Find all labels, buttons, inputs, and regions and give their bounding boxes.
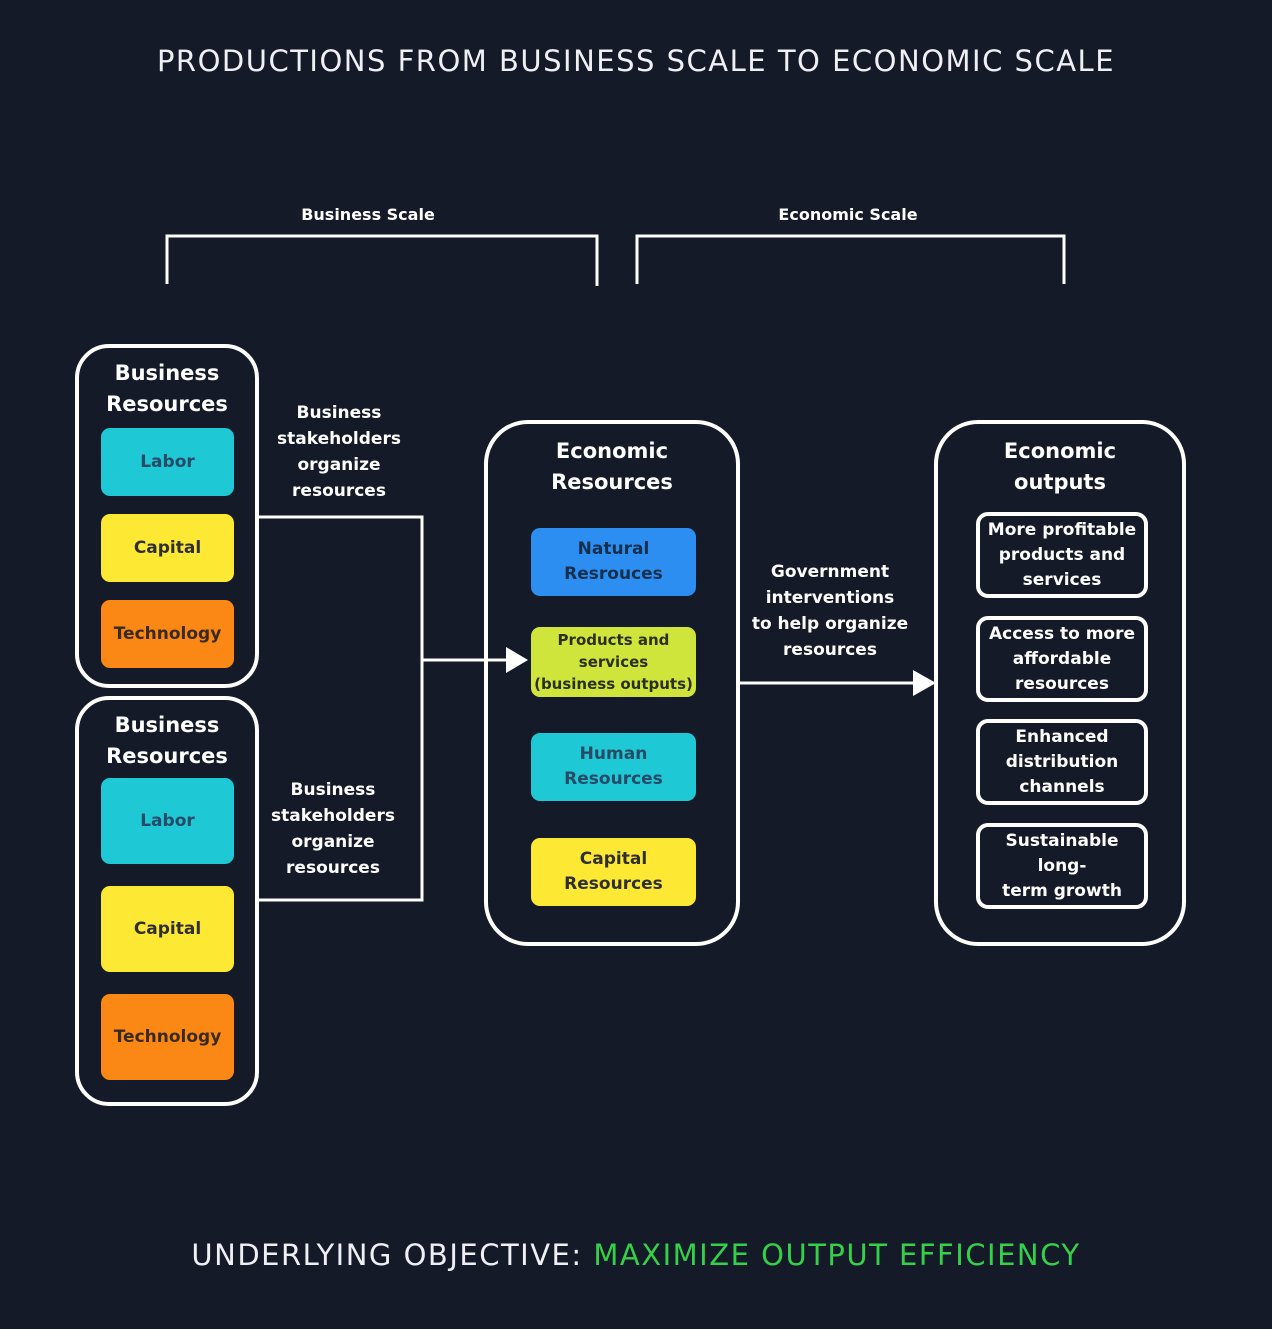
products-services-chip: Products and services (business outputs) — [531, 627, 696, 697]
label-line: organize — [291, 832, 375, 852]
label-line: resources — [783, 640, 877, 660]
output-line: services — [1022, 569, 1102, 590]
stakeholders-label: Business stakeholders organize resources — [258, 777, 408, 881]
economic-scale-label: Economic Scale — [778, 205, 918, 224]
chip-line: Resources — [564, 874, 663, 894]
label-line: resources — [292, 481, 386, 501]
label-line: Business — [290, 780, 376, 800]
chip-line: Human — [579, 744, 648, 764]
output-line: affordable — [1012, 648, 1112, 669]
label-line: Government — [770, 562, 890, 582]
label-line: interventions — [765, 588, 895, 608]
business-scale-label: Business Scale — [301, 205, 435, 224]
capital-resources-chip: Capital Resources — [531, 838, 696, 906]
output-item: Sustainable long- term growth — [976, 823, 1148, 909]
output-item: Access to more affordable resources — [976, 616, 1148, 702]
label-line: to help organize — [751, 614, 909, 634]
economic-resources-group: Economic Resources Natural Resrouces Pro… — [484, 420, 740, 946]
chip-line: Products and — [557, 631, 670, 649]
stakeholders-label: Business stakeholders organize resources — [264, 400, 414, 504]
output-line: channels — [1019, 776, 1105, 797]
output-line: distribution — [1005, 751, 1119, 772]
chip-line: (business outputs) — [534, 675, 693, 693]
output-line: resources — [1015, 673, 1109, 694]
business-scale-bracket — [165, 234, 599, 286]
capital-chip: Capital — [101, 514, 234, 582]
group-title-line: Resources — [551, 470, 673, 494]
group-title-line: Economic — [1003, 439, 1117, 463]
government-interventions-label: Government interventions to help organiz… — [748, 559, 912, 663]
chip-line: Natural — [577, 539, 650, 559]
label-line: stakeholders — [277, 429, 401, 449]
connector-bottom-group — [258, 660, 424, 902]
chip-line: Resources — [564, 769, 663, 789]
natural-resources-chip: Natural Resrouces — [531, 528, 696, 596]
group-title: Economic outputs — [938, 436, 1182, 498]
page-title: PRODUCTIONS FROM BUSINESS SCALE TO ECONO… — [156, 44, 1116, 78]
arrowhead-right-icon — [913, 670, 936, 696]
technology-chip: Technology — [101, 994, 234, 1080]
group-title-line: Economic — [555, 439, 669, 463]
group-title-line: Business — [114, 361, 220, 385]
group-title-line: Resources — [106, 744, 228, 768]
connector-top-group — [258, 515, 424, 660]
objective-footer: UNDERLYING OBJECTIVE: MAXIMIZE OUTPUT EF… — [0, 1238, 1272, 1272]
output-line: Sustainable long- — [1005, 830, 1119, 876]
labor-chip: Labor — [101, 428, 234, 496]
output-line: Access to more — [988, 623, 1136, 644]
chip-line: services — [578, 653, 649, 671]
group-title: Business Resources — [79, 710, 255, 772]
business-resources-group: Business Resources Labor Capital Technol… — [75, 696, 259, 1106]
objective-accent: MAXIMIZE OUTPUT EFFICIENCY — [593, 1238, 1081, 1272]
objective-lead: UNDERLYING OBJECTIVE: — [191, 1238, 583, 1272]
output-item: Enhanced distribution channels — [976, 719, 1148, 805]
economic-scale-bracket — [635, 234, 1066, 284]
chip-line: Capital — [579, 849, 648, 869]
output-line: Enhanced — [1015, 726, 1109, 747]
human-resources-chip: Human Resources — [531, 733, 696, 801]
group-title: Business Resources — [79, 358, 255, 420]
output-line: products and — [998, 544, 1126, 565]
economic-outputs-group: Economic outputs More profitable product… — [934, 420, 1186, 946]
chip-line: Resrouces — [564, 564, 663, 584]
label-line: Business — [296, 403, 382, 423]
technology-chip: Technology — [101, 600, 234, 668]
output-line: term growth — [1002, 880, 1122, 901]
labor-chip: Labor — [101, 778, 234, 864]
business-resources-group: Business Resources Labor Capital Technol… — [75, 344, 259, 688]
capital-chip: Capital — [101, 886, 234, 972]
label-line: stakeholders — [271, 806, 395, 826]
arrowhead-right-icon — [506, 647, 528, 673]
group-title: Economic Resources — [488, 436, 736, 498]
output-item: More profitable products and services — [976, 512, 1148, 598]
group-title-line: Business — [114, 713, 220, 737]
group-title-line: Resources — [106, 392, 228, 416]
group-title-line: outputs — [1014, 470, 1106, 494]
output-line: More profitable — [987, 519, 1137, 540]
label-line: organize — [297, 455, 381, 475]
label-line: resources — [286, 858, 380, 878]
